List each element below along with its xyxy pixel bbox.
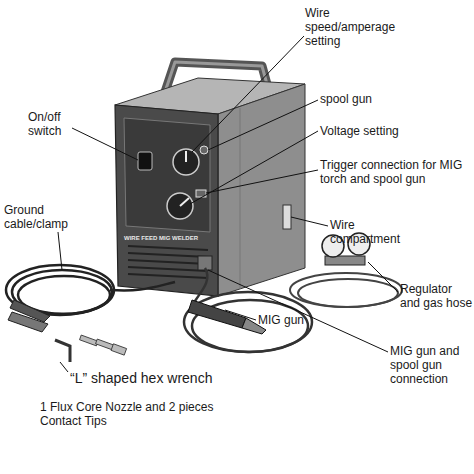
callout-label: Wire compartment [330, 218, 410, 246]
callout-label: On/off switch [28, 110, 83, 138]
gas-hose [290, 273, 402, 307]
callout-label: “L” shaped hex wrench [70, 370, 270, 387]
callout-label: Voltage setting [320, 124, 440, 138]
grille [128, 246, 208, 278]
callout-label: MIG gun and spool gun connection [390, 344, 474, 386]
hex-wrench [55, 340, 70, 362]
callout-label: Trigger connection for MIG torch and spo… [320, 158, 470, 186]
contact-tips [80, 335, 127, 355]
callout-label: MIG gun [258, 313, 328, 327]
latch [283, 205, 291, 229]
callout-label: 1 Flux Core Nozzle and 2 pieces Contact … [40, 400, 215, 428]
callout-label: Regulator and gas hose [400, 282, 474, 310]
gun-connector [198, 256, 212, 270]
leader-line [58, 36, 398, 372]
knob [173, 149, 199, 175]
knob-pointer [180, 198, 189, 206]
panel-lettering: WIRE FEED MIG WELDER [124, 235, 214, 242]
gun-cable [184, 268, 312, 352]
knob [167, 193, 193, 219]
power-switch [138, 152, 152, 170]
control-panel [124, 118, 210, 232]
callout-label: Wire speed/amperage setting [305, 6, 415, 48]
side-face [218, 84, 305, 296]
switch-spool [200, 146, 208, 154]
callout-label: Ground cable/clamp [4, 203, 89, 231]
knob-pointer [185, 151, 187, 162]
callout-label: spool gun [320, 92, 430, 106]
clamp-jaw [8, 312, 48, 332]
front-face [115, 105, 218, 296]
